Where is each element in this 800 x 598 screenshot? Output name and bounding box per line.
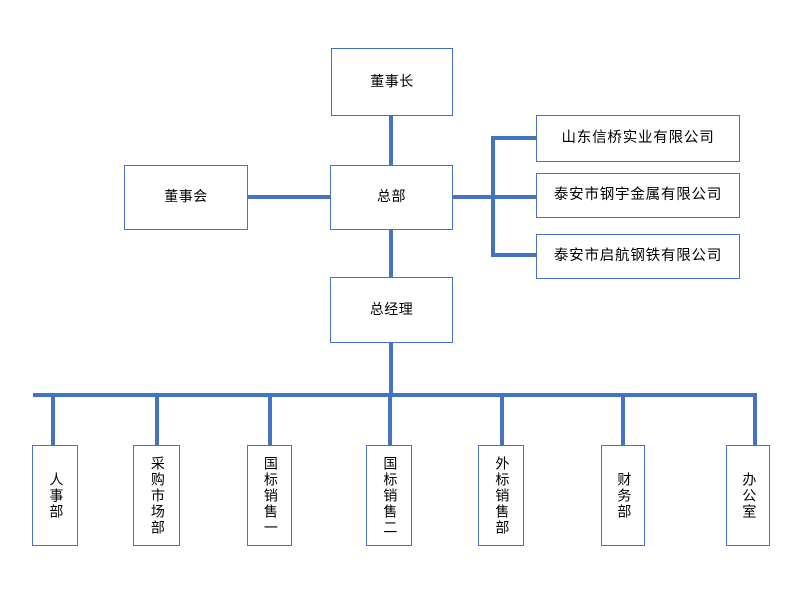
node-subsidiary-1[interactable]: 山东信桥实业有限公司: [536, 115, 740, 162]
connector-dept-7-stub: [753, 393, 757, 447]
node-board-of-directors-label: 董事会: [164, 189, 208, 206]
node-subsidiary-3[interactable]: 泰安市启航钢铁有限公司: [536, 234, 740, 279]
node-department-3-label: 国标销售一: [261, 455, 278, 536]
connector-dept-4-stub: [388, 393, 392, 447]
connector-subsidiary-2-stub: [491, 195, 536, 199]
node-chairman[interactable]: 董事长: [331, 48, 453, 116]
node-board-of-directors[interactable]: 董事会: [124, 165, 248, 230]
node-department-5[interactable]: 外标销售部: [478, 445, 524, 546]
node-subsidiary-2[interactable]: 泰安市钢宇金属有限公司: [536, 173, 740, 218]
node-chairman-label: 董事长: [370, 73, 414, 90]
node-subsidiary-2-label: 泰安市钢宇金属有限公司: [553, 186, 723, 203]
node-department-4[interactable]: 国标销售二: [366, 445, 412, 546]
node-headquarters-label: 总部: [377, 189, 406, 206]
connector-dept-3-stub: [268, 393, 272, 447]
connector-board-to-headquarters: [248, 195, 330, 199]
connector-chairman-to-headquarters: [389, 116, 393, 165]
connector-headquarters-to-general-manager: [389, 230, 393, 277]
connector-subsidiary-3-stub: [491, 253, 536, 257]
node-department-6[interactable]: 财务部: [601, 445, 645, 546]
node-general-manager[interactable]: 总经理: [330, 277, 453, 343]
node-department-7[interactable]: 办公室: [726, 445, 770, 546]
connector-dept-2-stub: [155, 393, 159, 447]
node-department-2-label: 采购市场部: [148, 455, 165, 536]
node-department-3[interactable]: 国标销售一: [247, 445, 292, 546]
node-department-1[interactable]: 人事部: [32, 445, 78, 546]
connector-subsidiary-1-stub: [491, 136, 536, 140]
node-headquarters[interactable]: 总部: [330, 165, 453, 230]
connector-dept-6-stub: [621, 393, 625, 447]
connector-department-bus: [33, 393, 757, 397]
connector-dept-1-stub: [51, 393, 55, 447]
connector-headquarters-to-subsidiary-trunk: [453, 195, 495, 199]
node-department-2[interactable]: 采购市场部: [133, 445, 180, 546]
node-department-5-label: 外标销售部: [493, 455, 510, 536]
connector-dept-5-stub: [500, 393, 504, 447]
node-department-1-label: 人事部: [47, 471, 64, 520]
node-department-7-label: 办公室: [740, 471, 757, 520]
node-subsidiary-3-label: 泰安市启航钢铁有限公司: [553, 247, 723, 264]
connector-general-manager-to-bus: [389, 343, 393, 397]
node-subsidiary-1-label: 山东信桥实业有限公司: [561, 129, 715, 146]
node-general-manager-label: 总经理: [369, 301, 414, 318]
node-department-4-label: 国标销售二: [381, 455, 398, 536]
node-department-6-label: 财务部: [615, 471, 632, 520]
